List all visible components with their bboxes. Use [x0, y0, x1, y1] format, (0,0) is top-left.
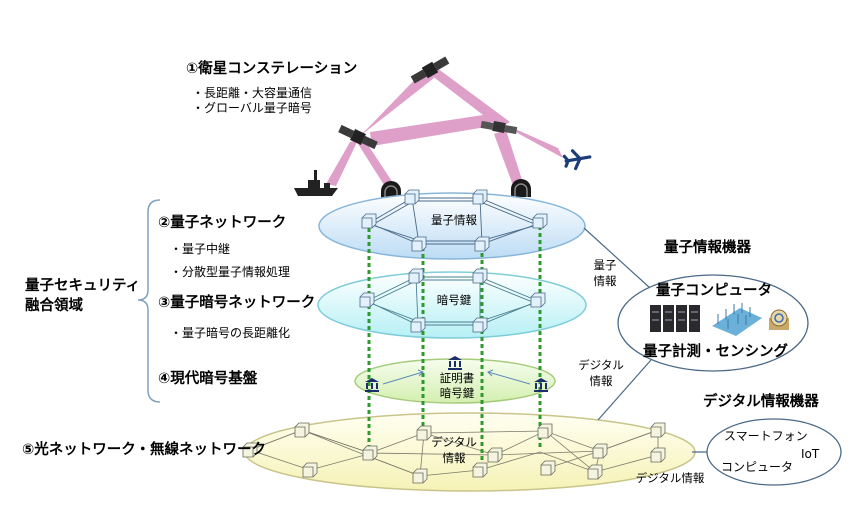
quantum-computer-label: 量子コンピュータ	[656, 283, 772, 299]
satellite-item: 長距離・大容量通信	[192, 87, 312, 99]
smartphone-label: スマートフォン	[724, 429, 808, 443]
digital-info-link-label: デジタル	[578, 358, 624, 372]
quantum-info-link-label: 量子	[593, 258, 617, 272]
satellite-item: グローバル量子暗号	[192, 102, 312, 114]
digital-info-link-label-2: デジタル情報	[635, 471, 705, 485]
fusion-label-line1: 量子セキュリティ	[25, 278, 141, 294]
digital-devices-ellipse	[706, 418, 842, 486]
qkd-network-title: ③量子暗号ネットワーク	[158, 295, 316, 311]
qkd-network-item: 量子暗号の長距離化	[170, 327, 290, 339]
computer-label: コンピュータ	[721, 460, 794, 474]
fusion-label-line2: 融合領域	[25, 298, 83, 314]
fusion-brace	[137, 199, 161, 403]
satellite-title: ①衛星コンステレーション	[186, 61, 358, 77]
digital-info-link-label: 情報	[589, 374, 613, 388]
ship-icon	[294, 170, 338, 196]
crypto-key-label-2: 暗号鍵	[439, 386, 475, 400]
iot-label: IoT	[801, 447, 820, 461]
quantum-info-label: 量子情報	[431, 213, 477, 227]
quantum-network-item: 分散型量子情報処理	[170, 266, 290, 278]
satellite-beams	[326, 68, 563, 188]
quantum-devices-ellipse	[617, 274, 809, 372]
modern-crypto-title: ④現代暗号基盤	[158, 371, 258, 387]
satellite-icon	[410, 56, 450, 84]
server-rack-icon	[650, 305, 700, 332]
quantum-info-link-label: 情報	[593, 274, 617, 288]
airplane-icon	[562, 149, 592, 171]
quantum-network-item: 量子中継	[170, 243, 230, 255]
digital-info-label: デジタル	[431, 435, 477, 449]
qubit-array-icon	[712, 303, 762, 336]
digital-devices-title: デジタル情報機器	[703, 394, 819, 410]
ground-station-icon	[511, 179, 531, 197]
ground-station-icon	[381, 181, 401, 199]
quantum-devices-title: 量子情報機器	[664, 240, 751, 256]
quantum-sensing-label: 量子計測・センシング	[643, 344, 788, 360]
crypto-arrows	[382, 369, 531, 385]
satellite-icon	[480, 120, 518, 135]
crypto-key-label: 暗号鍵	[436, 293, 472, 307]
optical-network-title: ⑤光ネットワーク・無線ネットワーク	[22, 442, 266, 458]
quantum-network-layer	[318, 192, 586, 260]
satellite-icon	[338, 124, 378, 150]
certificate-label: 証明書	[439, 371, 475, 385]
qkd-network-layer	[317, 271, 587, 339]
digital-info-label: 情報	[442, 451, 466, 465]
sensor-icon	[769, 309, 789, 330]
quantum-network-title: ②量子ネットワーク	[158, 215, 287, 231]
